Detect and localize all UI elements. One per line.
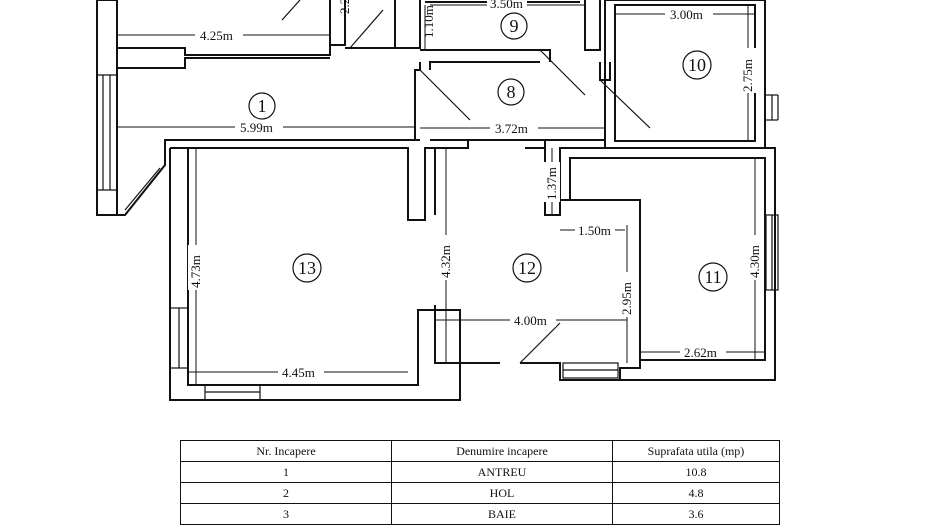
table-row: 3 BAIE 3.6 (180, 503, 780, 525)
room-number: 10 (688, 55, 706, 75)
room-markers: 1 8 9 10 11 12 13 (248, 12, 728, 292)
dim-label: 1.10m (421, 5, 436, 38)
dim-label: 4.30m (747, 245, 762, 278)
room-number: 1 (258, 96, 267, 116)
dim-label: 4.45m (282, 365, 315, 380)
dim-label: 4.00m (514, 313, 547, 328)
room-nr: 2 (180, 482, 392, 504)
dim-label: 1.37m (544, 167, 559, 200)
room-number: 13 (298, 258, 316, 278)
room-number: 11 (704, 267, 721, 287)
floor-plan: 4.25m 5.99m 3.72m 3.50m 3.00m 2.75m 1.10… (96, 0, 779, 401)
column-header: Denumire incapere (391, 440, 613, 462)
dim-label: 1.50m (578, 223, 611, 238)
dim-label: 3.00m (670, 7, 703, 22)
room-area: 4.8 (612, 482, 780, 504)
room-area: 3.6 (612, 503, 780, 525)
room-name: HOL (391, 482, 613, 504)
walls (96, 0, 779, 401)
column-header: Suprafata utila (mp) (612, 440, 780, 462)
room-number: 12 (518, 258, 536, 278)
room-number: 8 (507, 82, 516, 102)
dim-label: 2.95m (619, 282, 634, 315)
dim-label: 5.99m (240, 120, 273, 135)
dim-label: 2.62m (684, 345, 717, 360)
dim-label: 4.32m (438, 245, 453, 278)
table-row: 2 HOL 4.8 (180, 482, 780, 504)
room-area: 10.8 (612, 461, 780, 483)
dim-label: 4.73m (188, 255, 203, 288)
dim-label: 3.72m (495, 121, 528, 136)
room-legend-table: Nr. Incapere Denumire incapere Suprafata… (180, 440, 780, 525)
table-header-row: Nr. Incapere Denumire incapere Suprafata… (180, 440, 780, 462)
room-nr: 1 (180, 461, 392, 483)
left-wall (96, 0, 118, 216)
dimension-labels: 4.25m 5.99m 3.72m 3.50m 3.00m 2.75m 1.10… (188, 0, 763, 380)
dim-label: 2.2 (337, 0, 352, 14)
room-name: ANTREU (391, 461, 613, 483)
dim-label: 2.75m (740, 59, 755, 92)
dim-label: 3.50m (490, 0, 523, 11)
room-name: BAIE (391, 503, 613, 525)
room-nr: 3 (180, 503, 392, 525)
table-row: 1 ANTREU 10.8 (180, 461, 780, 483)
dim-label: 4.25m (200, 28, 233, 43)
column-header: Nr. Incapere (180, 440, 392, 462)
room-number: 9 (510, 16, 519, 36)
